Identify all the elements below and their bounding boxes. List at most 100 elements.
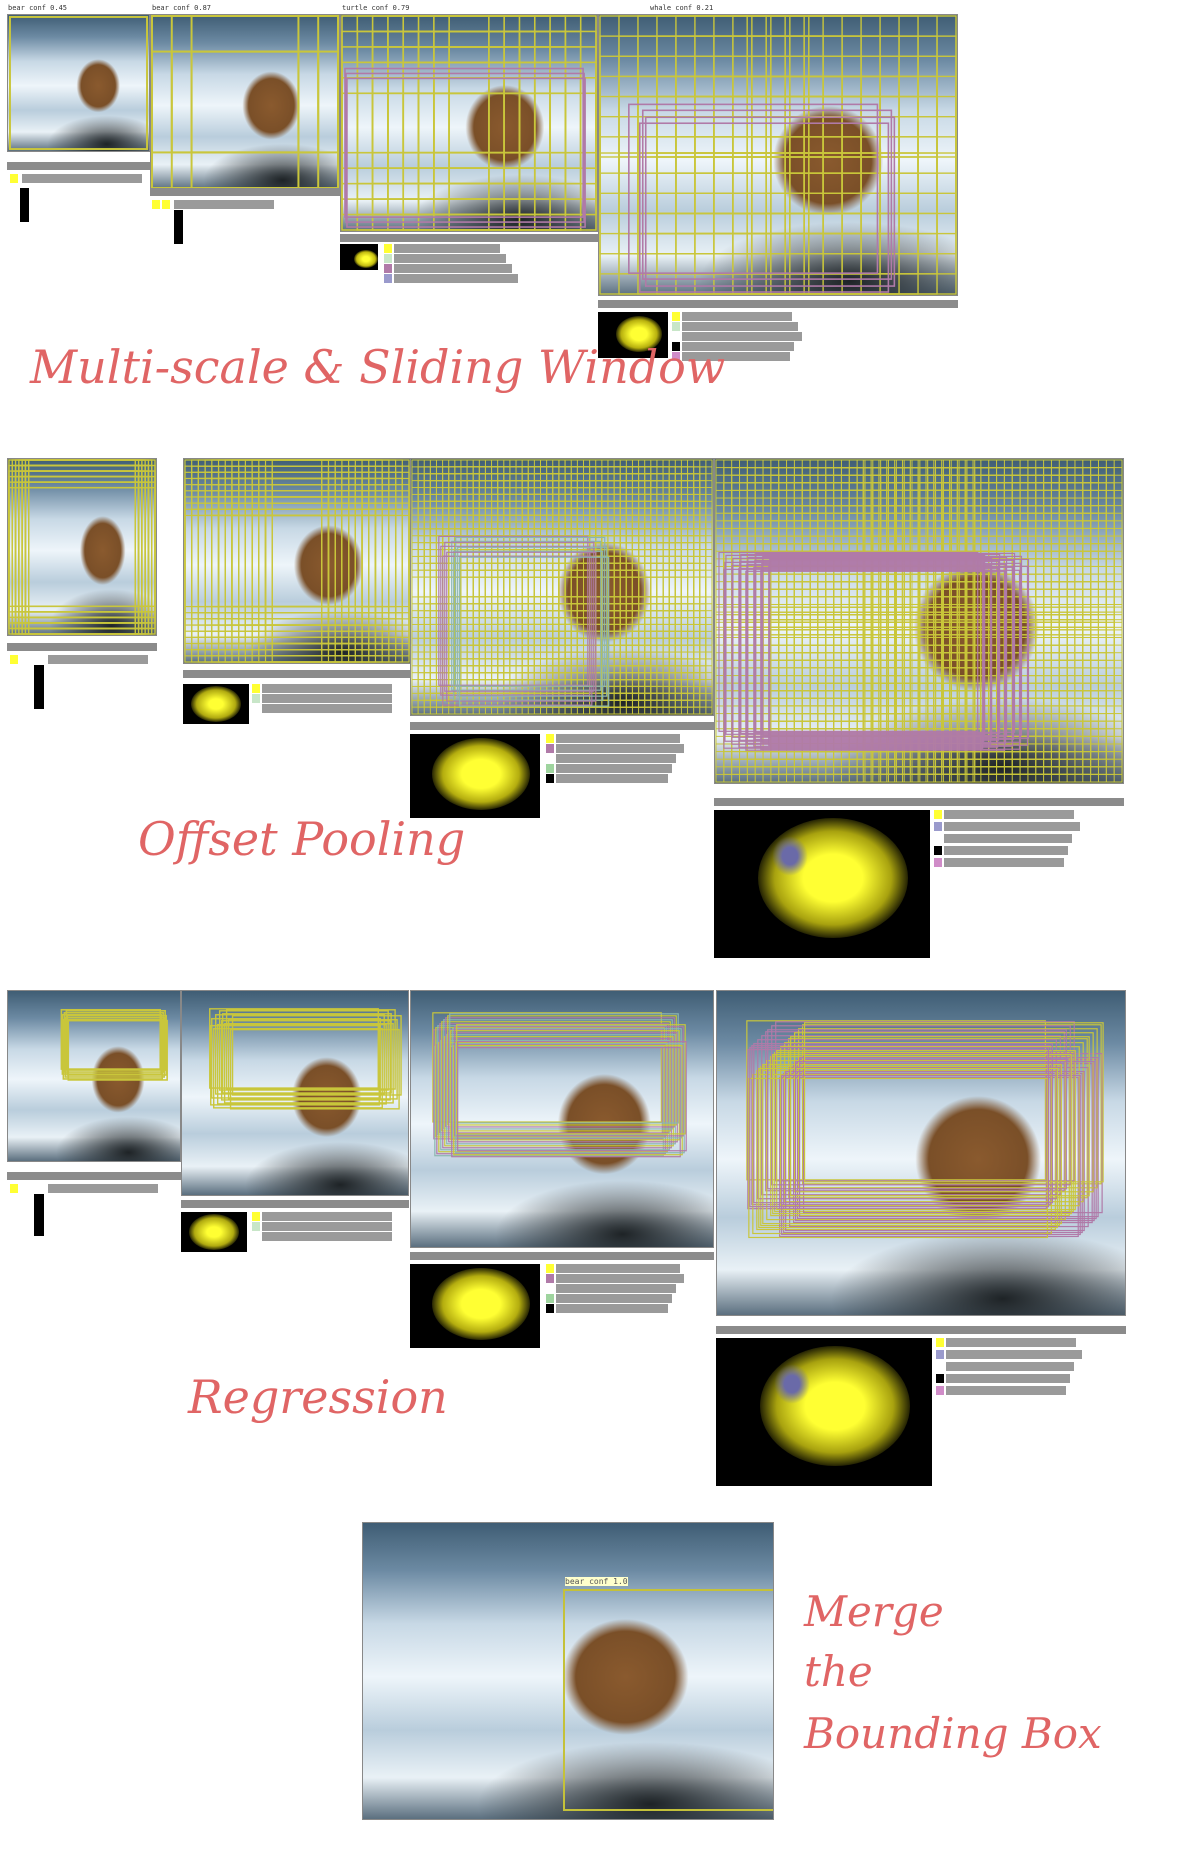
detection-box	[438, 535, 589, 686]
detection-box	[211, 1018, 381, 1099]
detection-box	[215, 1014, 385, 1095]
scale-label-1: bear conf 0.45	[8, 4, 68, 12]
detection-box	[65, 1009, 166, 1071]
offset-panel-4	[714, 458, 1124, 784]
detection-box	[371, 30, 521, 169]
detection-grid	[209, 1008, 402, 1110]
detection-box	[344, 67, 584, 218]
final-bounding-box-label: bear conf 1.0	[565, 1577, 628, 1586]
detection-box	[209, 1008, 379, 1089]
regression-panel-3	[410, 990, 714, 1248]
multi-scale-annotation: Multi-scale & Sliding Window	[30, 340, 726, 394]
detection-box	[755, 552, 1016, 733]
legend-row	[556, 764, 672, 773]
class-swatch	[934, 822, 942, 831]
detection-box	[371, 92, 521, 231]
scale-panel-3	[340, 14, 598, 232]
class-swatch	[252, 694, 260, 703]
class-swatch	[546, 774, 554, 783]
regression-panel-4	[716, 990, 1126, 1316]
detection-box	[11, 475, 140, 624]
class-swatch	[546, 754, 554, 763]
detection-box	[452, 1028, 682, 1139]
detection-box	[795, 1060, 1095, 1222]
detection-box	[436, 1043, 666, 1155]
class-swatch	[672, 312, 680, 321]
class-swatch	[934, 834, 942, 843]
detection-box	[444, 1036, 674, 1147]
detection-box	[356, 46, 505, 185]
class-swatch	[546, 1304, 554, 1313]
detection-box	[356, 30, 505, 169]
detection-box	[628, 103, 879, 274]
bear-photo	[184, 459, 410, 663]
detection-box	[223, 1022, 394, 1104]
detection-box	[61, 1013, 163, 1075]
detection-box	[459, 556, 610, 707]
detection-box	[448, 15, 597, 154]
legend-row	[944, 822, 1080, 831]
detection-grid	[715, 459, 1123, 783]
detection-box	[766, 1059, 1066, 1221]
detection-box	[433, 46, 582, 185]
stat-strip	[340, 234, 598, 242]
detection-box	[738, 567, 999, 748]
detection-box	[442, 1038, 672, 1149]
class-swatch	[546, 1284, 554, 1293]
detection-box	[433, 30, 582, 169]
legend-row	[262, 704, 392, 713]
merge-annotation-line-3: Bounding Box	[804, 1709, 1102, 1758]
detection-grid	[151, 15, 339, 189]
detection-box	[190, 50, 339, 189]
detection-box	[768, 565, 1029, 746]
detection-box	[790, 1036, 1090, 1197]
detection-box	[434, 1045, 664, 1157]
stat-strip	[7, 162, 150, 170]
detection-box	[151, 15, 300, 154]
detection-box	[785, 1070, 1085, 1232]
detection-box	[798, 1056, 1099, 1218]
detection-box	[435, 1027, 665, 1138]
detection-box	[356, 15, 505, 154]
detection-box	[455, 536, 606, 687]
detection-box	[190, 15, 339, 154]
detection-box	[225, 1009, 396, 1090]
stat-strip	[150, 188, 340, 196]
class-swatch	[384, 244, 392, 253]
detection-box	[451, 540, 602, 691]
detection-box	[746, 1020, 1046, 1181]
detection-box	[772, 1054, 1072, 1215]
class-swatch	[10, 655, 18, 664]
stat-strip	[183, 670, 411, 678]
detection-box	[746, 563, 1007, 744]
scale-panel-4	[598, 14, 958, 296]
detection-box	[341, 77, 490, 216]
detection-box	[762, 1063, 1062, 1225]
detection-box	[371, 77, 521, 216]
detection-grid	[432, 1012, 687, 1158]
detection-box	[752, 1073, 1052, 1235]
scale-label-3: turtle conf 0.79	[342, 4, 410, 12]
class-swatch	[384, 254, 392, 263]
legend-row	[944, 858, 1064, 867]
class-swatch	[546, 1294, 554, 1303]
class-heatmap	[598, 312, 668, 358]
detection-box	[453, 550, 604, 701]
detection-grid	[184, 459, 410, 663]
detection-box	[457, 546, 608, 697]
detection-box	[417, 77, 567, 216]
legend-row	[262, 694, 392, 703]
detection-box	[60, 1008, 162, 1070]
legend-row	[556, 1264, 680, 1273]
legend-row	[262, 1212, 392, 1221]
detection-box	[387, 61, 536, 200]
legend-row	[682, 312, 792, 321]
class-heatmap	[410, 734, 540, 818]
legend-row	[556, 754, 676, 763]
legend-row	[556, 1304, 668, 1313]
class-swatch	[934, 846, 942, 855]
detection-box	[638, 122, 890, 293]
detection-box	[387, 46, 536, 185]
bear-photo	[363, 1523, 773, 1819]
detection-box	[781, 1074, 1081, 1236]
